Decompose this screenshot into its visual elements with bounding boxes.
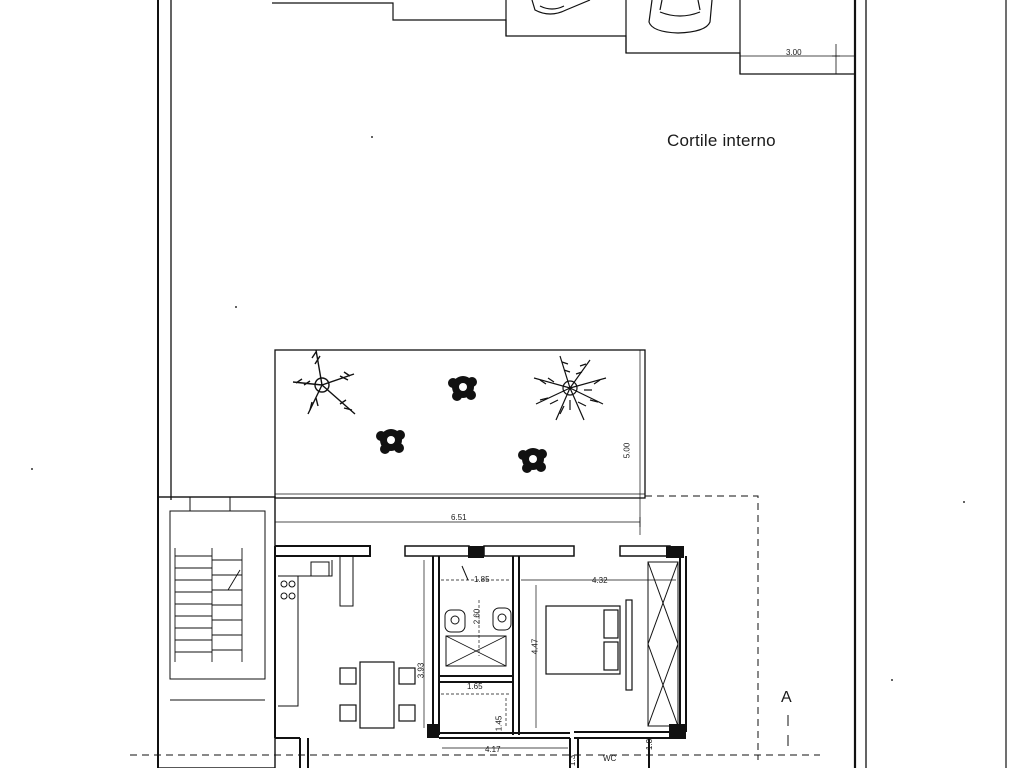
dimension-label: 5.00 <box>622 442 632 459</box>
shrub-icon <box>448 376 477 401</box>
shrub-icon <box>518 448 547 473</box>
dimension-line <box>423 560 676 749</box>
stair-steps <box>174 548 243 662</box>
dimension-label: 4.17 <box>485 745 501 754</box>
dimension-label: 4.47 <box>530 638 540 655</box>
lot-boundary <box>157 0 1007 768</box>
wall-pillars <box>427 546 686 738</box>
courtyard-label: Cortile interno <box>667 131 776 150</box>
bed <box>545 599 633 691</box>
car-icon <box>531 0 591 15</box>
dimension-label: 1.65 <box>467 682 483 691</box>
dimension-label: 2.60 <box>472 608 482 625</box>
dimension-label: 1.8 <box>645 738 655 751</box>
parking-area <box>272 0 855 75</box>
bathroom-fixtures <box>444 565 512 667</box>
palm-tree-icon <box>533 355 607 421</box>
dimension-label: 1.45 <box>494 715 504 732</box>
shrub-icon <box>376 429 405 454</box>
dimension-label: 3.93 <box>416 662 426 679</box>
stair-block <box>157 496 276 768</box>
garden-area <box>274 349 646 535</box>
apartment-walls <box>274 545 687 768</box>
dimension-label: 4.32 <box>592 576 608 585</box>
dimension-line <box>441 579 511 728</box>
dimension-label: 1.3 <box>568 754 578 767</box>
car-icon <box>648 0 713 34</box>
dimension-label: 3.00 <box>786 48 802 57</box>
wc-label: WC <box>603 754 617 763</box>
dimension-label: 6.51 <box>451 513 467 522</box>
wardrobe <box>647 561 679 727</box>
scan-speckles <box>31 136 965 681</box>
kitchen-counter <box>278 556 354 707</box>
section-marker: A <box>781 689 792 706</box>
dining-table <box>339 661 416 729</box>
dashed-boundary <box>130 495 820 760</box>
dimension-label: 1.85 <box>474 575 490 584</box>
palm-tree-icon <box>292 349 356 415</box>
